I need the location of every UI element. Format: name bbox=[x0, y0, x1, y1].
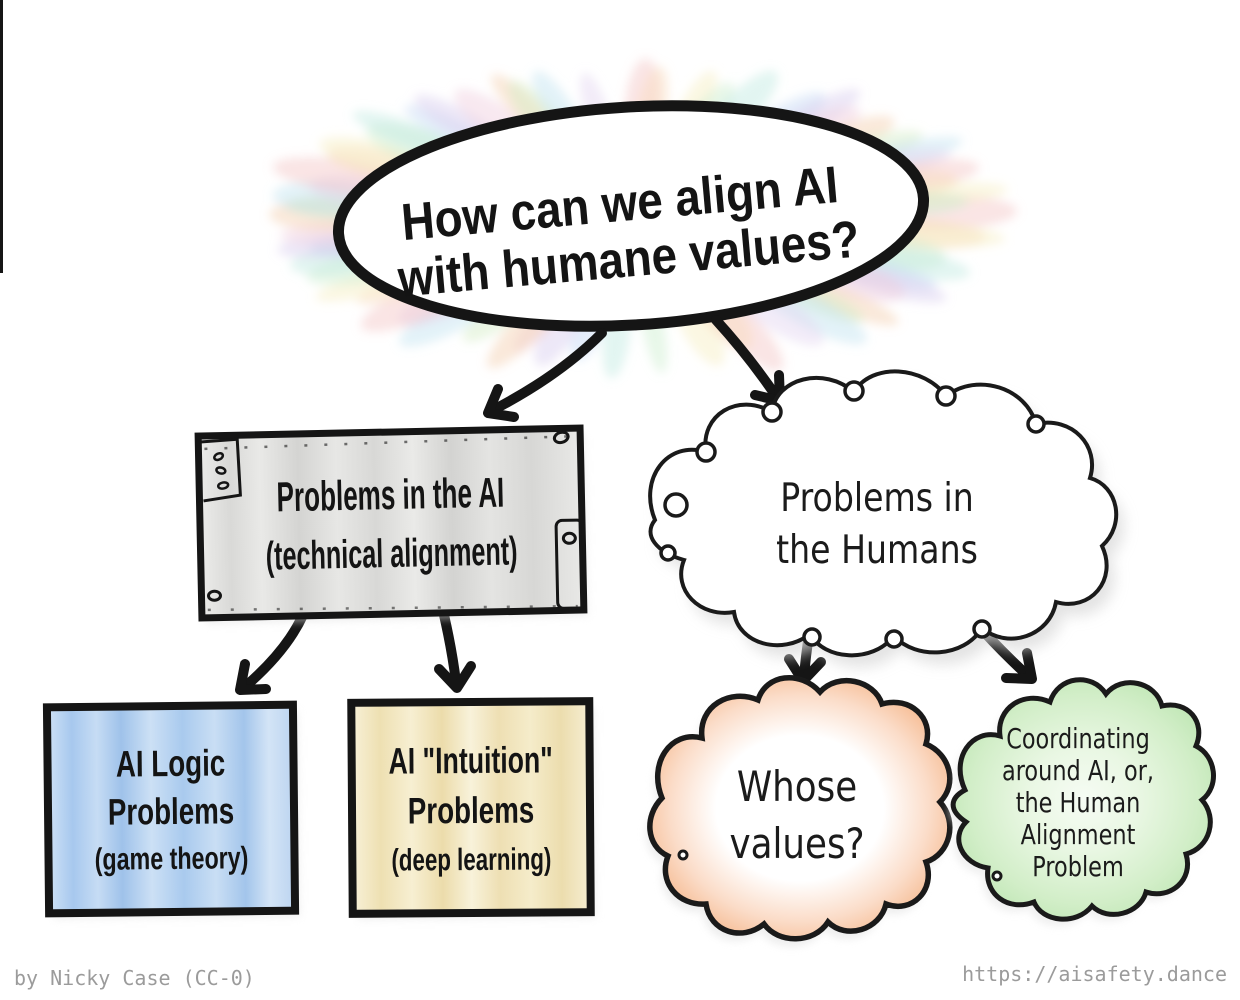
node-whose-values: Whose values? bbox=[645, 675, 953, 947]
plate-hatch-top bbox=[204, 434, 575, 451]
url-text: https://aisafety.dance bbox=[962, 962, 1227, 986]
intuition-line1: AI "Intuition" bbox=[388, 739, 553, 781]
problems-in-ai-subtitle: (technical alignment) bbox=[265, 530, 518, 580]
cloud-loop bbox=[884, 629, 904, 649]
problems-in-ai-title: Problems in the AI bbox=[276, 469, 505, 521]
node-problems-in-humans: Problems in the Humans bbox=[648, 369, 1125, 668]
intuition-box bbox=[347, 697, 595, 918]
coordination-line1: Coordinating bbox=[1006, 721, 1150, 754]
node-ai-intuition-problems: AI "Intuition" Problems (deep learning) bbox=[347, 697, 596, 920]
problems-in-humans-line1: Problems in bbox=[780, 474, 974, 520]
intuition-line2: Problems bbox=[408, 789, 535, 832]
plate-corner-panel bbox=[200, 437, 242, 503]
screw-icon bbox=[206, 589, 222, 602]
coordination-line5: Problem bbox=[1032, 849, 1124, 882]
plate-box bbox=[194, 424, 588, 622]
arrow-ai-to-intuition bbox=[434, 610, 476, 693]
question-bubble-node: How can we align AI with humane values? bbox=[332, 100, 930, 332]
arrow-ai-to-logic bbox=[235, 610, 308, 695]
logic-line1: AI Logic bbox=[116, 741, 226, 784]
cloud-loop bbox=[972, 619, 992, 639]
screw-icon bbox=[213, 452, 225, 462]
cloud-outline bbox=[648, 369, 1119, 658]
values-line1: Whose bbox=[737, 763, 857, 811]
coordination-cloud-outline bbox=[950, 677, 1216, 922]
credit-text: by Nicky Case (CC-0) bbox=[14, 966, 255, 990]
question-bubble bbox=[332, 100, 930, 332]
page-edge-line bbox=[0, 0, 3, 273]
cloud-loop bbox=[802, 627, 822, 647]
values-line2: values? bbox=[729, 820, 864, 868]
cloud-loop bbox=[695, 441, 717, 463]
problems-in-humans-line2: the Humans bbox=[776, 526, 978, 572]
cloud-loop bbox=[663, 492, 689, 518]
node-ai-logic-problems: AI Logic Problems (game theory) bbox=[42, 700, 301, 920]
node-problems-in-ai: Problems in the AI (technical alignment) bbox=[194, 424, 588, 624]
cloud-loop bbox=[991, 870, 1003, 882]
cloud-loop bbox=[1026, 414, 1046, 434]
plate-hatch-bottom bbox=[207, 604, 578, 612]
logic-line2: Problems bbox=[108, 789, 235, 832]
plate-side-panel bbox=[554, 518, 587, 610]
screw-icon bbox=[215, 466, 227, 475]
cloud-loop bbox=[935, 385, 957, 407]
screw-icon bbox=[216, 481, 230, 490]
arrow-question-to-ai bbox=[483, 328, 607, 422]
intuition-subtitle: (deep learning) bbox=[391, 842, 551, 878]
values-cloud-outline bbox=[647, 675, 953, 942]
logic-subtitle: (game theory) bbox=[95, 840, 249, 877]
coordination-line4: Alignment bbox=[1021, 817, 1136, 850]
cloud-loop bbox=[677, 849, 689, 861]
coordination-line2: around AI, or, bbox=[1002, 753, 1154, 786]
cloud-loop bbox=[843, 380, 865, 402]
cloud-loop bbox=[659, 544, 677, 562]
node-human-alignment-problem: Coordinating around AI, or, the Human Al… bbox=[948, 677, 1216, 927]
screw-icon bbox=[552, 430, 570, 445]
cloud-loops bbox=[659, 380, 1046, 649]
screw-icon bbox=[561, 531, 577, 545]
cloud-loop bbox=[761, 401, 783, 423]
logic-box bbox=[42, 700, 300, 918]
coordination-line3: the Human bbox=[1016, 785, 1141, 818]
